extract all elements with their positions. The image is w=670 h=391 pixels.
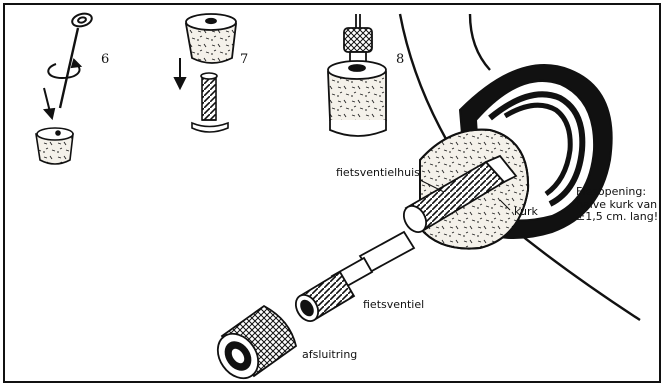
label-kurk: kurk	[514, 206, 538, 219]
down-arrow-icon	[44, 88, 54, 118]
valve-in-cork-icon	[328, 14, 386, 136]
down-arrow-icon	[175, 58, 185, 88]
rotation-arrow-icon	[48, 60, 80, 78]
cork-icon	[186, 14, 236, 63]
corkscrew-icon	[60, 12, 93, 108]
step-number-7: 7	[240, 52, 248, 67]
cork-icon	[36, 128, 73, 164]
step-number-6: 6	[101, 52, 109, 67]
bottle-neck	[400, 14, 640, 320]
label-flesopening: Flesopening: halve kurk van ±1,5 cm. lan…	[576, 186, 658, 224]
label-flesopening-line3: ±1,5 cm. lang!	[576, 211, 658, 224]
label-flesopening-line1: Flesopening:	[576, 186, 658, 199]
step-number-8: 8	[396, 52, 404, 67]
label-afsluitring: afsluitring	[302, 349, 357, 362]
label-fietsventielhuis: fietsventielhuis	[336, 167, 420, 180]
label-fietsventiel: fietsventiel	[363, 299, 424, 312]
cap-ring	[209, 306, 296, 386]
bolt-icon	[192, 73, 228, 132]
